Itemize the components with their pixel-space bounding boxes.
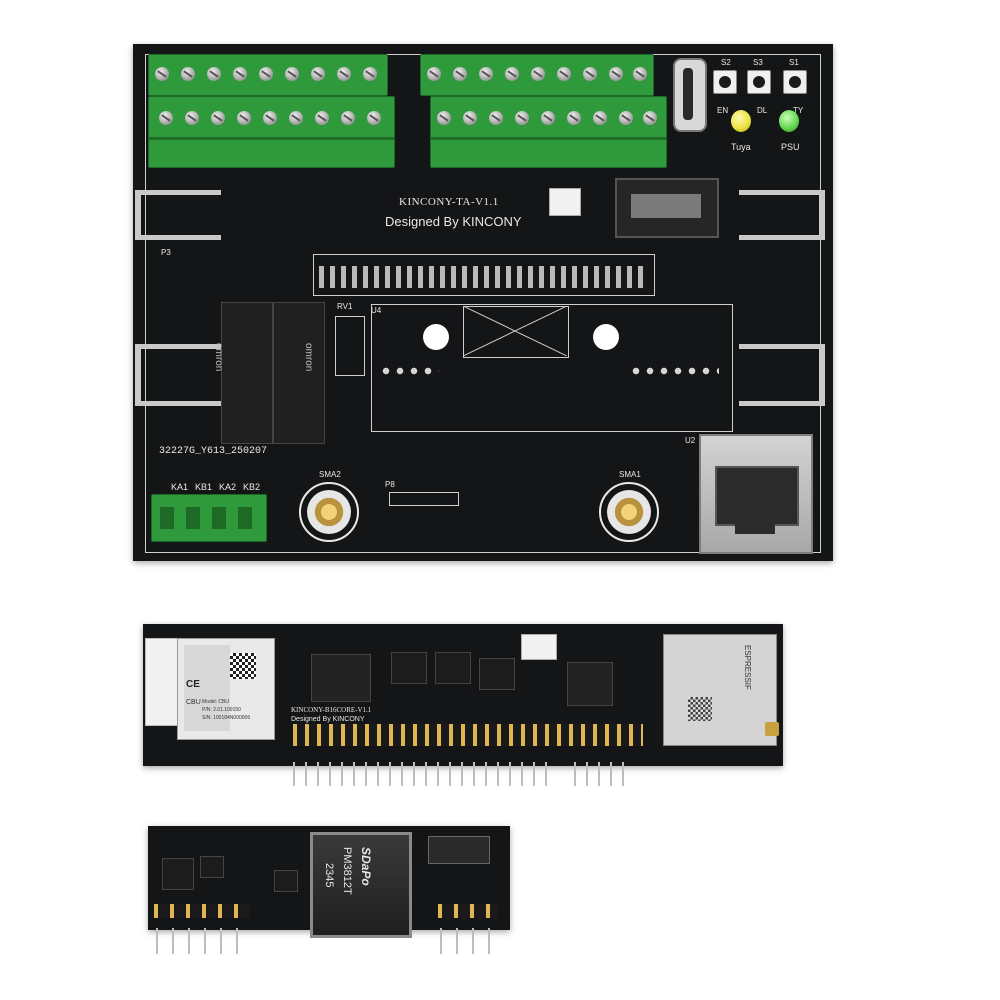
kincony-b16core-board: CE Model: CBU P/N: 2.01.100150 S/N: 1001… <box>143 624 783 766</box>
terminal-block-bottom <box>151 494 267 542</box>
relay-1-brand: omron <box>213 343 224 372</box>
core-pins-left <box>293 762 553 786</box>
sma1-connector <box>607 490 651 534</box>
ref-rv1: RV1 <box>337 302 353 311</box>
button-label-s3: S3 <box>753 58 763 67</box>
sma2-outline <box>299 482 359 542</box>
esp-brand: ESPRESSIF <box>743 645 752 690</box>
usb-c-port <box>673 58 707 132</box>
tuya-id: CBU <box>186 699 201 706</box>
mounting-bracket-top-right <box>739 190 825 240</box>
terminal-block-top-right-lower <box>430 96 667 168</box>
terminal-label-kb2: KB2 <box>243 482 261 492</box>
poe-pins-right <box>440 928 498 954</box>
kincony-ta-board: S2 S3 S1 EN DL TY Tuya PSU KINCONY-TA-V1… <box>133 44 833 561</box>
header-p3-outline <box>313 254 655 296</box>
chip-u5 <box>435 652 471 684</box>
chip-u9 <box>479 658 515 690</box>
terminal-label-ka1: KA1 <box>171 482 189 492</box>
button-s2 <box>713 70 737 94</box>
qr-code-icon <box>230 653 256 679</box>
ref-sma1: SMA1 <box>619 470 641 479</box>
button-s1 <box>783 70 807 94</box>
mounting-bracket-top-left <box>135 190 221 240</box>
relay-2-brand: omron <box>303 343 314 372</box>
mounting-bracket-mid-left <box>135 344 221 406</box>
u4-pinrow-right <box>629 366 719 376</box>
terminal-block-top-right-upper <box>420 54 654 96</box>
esp-qr-icon <box>688 697 712 721</box>
poe-brand: SDaPo <box>359 847 373 886</box>
chip-u3 <box>391 652 427 684</box>
core-model-text: KINCONY-B16CORE-V1.1 <box>291 706 372 714</box>
small-label-en: EN <box>717 106 729 115</box>
tuya-sn: S/N: 100184N000006 <box>202 715 251 721</box>
terminal-block-top-left-upper <box>148 54 388 96</box>
white-connector-small <box>521 634 557 660</box>
led-label-psu: PSU <box>781 142 800 152</box>
header-p3-pins <box>319 266 649 288</box>
sma1-outline <box>599 482 659 542</box>
poe-pins-left <box>156 928 248 954</box>
button-label-s2: S2 <box>721 58 731 67</box>
small-label-dl: DL <box>757 106 768 115</box>
core-pins-right <box>574 762 634 786</box>
button-label-s1: S1 <box>789 58 799 67</box>
slot-connector <box>615 178 719 238</box>
pin-header-row <box>293 724 643 746</box>
white-connector-left <box>145 638 183 726</box>
u4-hole-left <box>423 324 449 350</box>
terminal-label-ka2: KA2 <box>219 482 237 492</box>
ref-p3: P3 <box>161 248 171 257</box>
button-s3 <box>747 70 771 94</box>
jst-connector <box>549 188 581 216</box>
relay-1: omron <box>213 302 273 444</box>
poe-chip-mid <box>274 870 298 892</box>
ref-u2: U2 <box>685 436 696 445</box>
terminal-block-top-left-lower <box>148 96 395 168</box>
poe-transformer: SDaPo PM3812T 2345 <box>310 832 412 938</box>
small-label-ty: TY <box>793 106 804 115</box>
ref-sma2: SMA2 <box>319 470 341 479</box>
poe-chip-small <box>200 856 224 878</box>
date-code: 32227G_Y613_250207 <box>159 446 268 457</box>
tuya-cbu-module: CE Model: CBU P/N: 2.01.100150 S/N: 1001… <box>177 638 275 740</box>
antenna-connector <box>765 722 779 736</box>
tuya-pn: P/N: 2.01.100150 <box>202 707 241 713</box>
u4-center-box <box>463 306 569 358</box>
p8-header <box>389 492 459 506</box>
core-designer-text: Designed By KINCONY <box>291 716 365 723</box>
tuya-ce-mark: CE <box>186 679 200 690</box>
led-label-tuya: Tuya <box>731 142 751 152</box>
poe-module-board: SDaPo PM3812T 2345 <box>148 826 510 938</box>
rj45-port <box>699 434 813 554</box>
relay-2: omron <box>273 302 325 444</box>
board-model-text: KINCONY-TA-V1.1 <box>399 196 499 208</box>
poe-chip-left <box>162 858 194 890</box>
u4-pinrow-left <box>379 366 439 376</box>
u4-hole-right <box>593 324 619 350</box>
poe-diode <box>428 836 490 864</box>
esp32-module: ESPRESSIF <box>663 634 777 746</box>
ref-p8: P8 <box>385 480 395 489</box>
sma2-connector <box>307 490 351 534</box>
mounting-bracket-mid-right <box>739 344 825 406</box>
poe-part: PM3812T <box>341 847 353 895</box>
rv1-outline <box>335 316 365 376</box>
chip-u7 <box>311 654 371 702</box>
board-designer-text: Designed By KINCONY <box>385 214 522 229</box>
ref-u4: U4 <box>371 306 382 315</box>
u4-module-outline <box>371 304 733 432</box>
chip-u8 <box>567 662 613 706</box>
terminal-label-kb1: KB1 <box>195 482 213 492</box>
tuya-module-shield <box>184 645 230 731</box>
poe-pins-right-base <box>438 904 498 918</box>
led-yellow <box>731 110 751 132</box>
poe-lot: 2345 <box>323 863 335 888</box>
led-green <box>779 110 799 132</box>
poe-pins-left-base <box>154 904 250 918</box>
u4-center-cross <box>463 306 567 356</box>
tuya-model: Model: CBU <box>202 699 229 705</box>
